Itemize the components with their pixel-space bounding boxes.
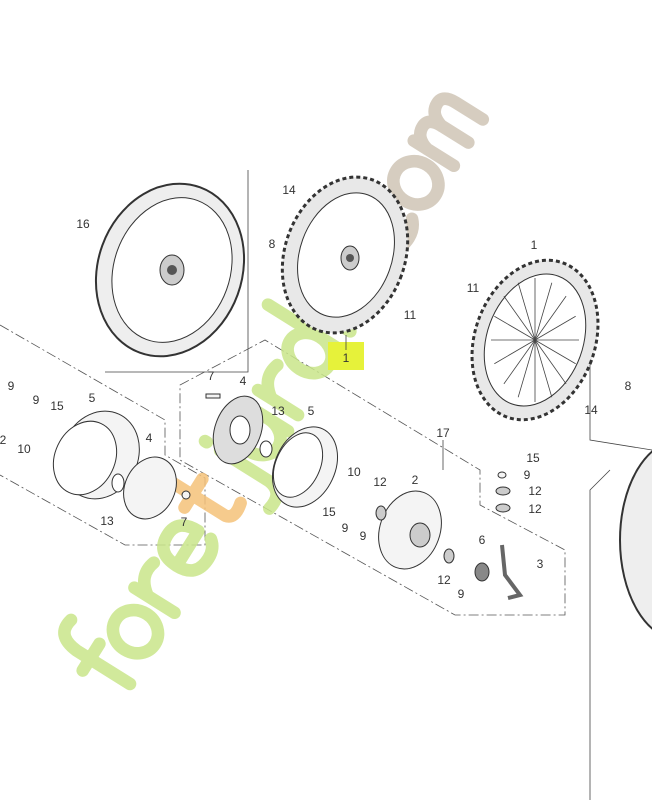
- bolt-7-center: [205, 393, 221, 399]
- callout-10: 10: [347, 465, 361, 479]
- watermark-letter: [163, 472, 247, 523]
- callout-3: 3: [537, 557, 544, 571]
- callout-7: 7: [181, 515, 188, 529]
- watermark-letter: [387, 155, 445, 211]
- callout-1: 1: [531, 238, 538, 252]
- callout-8: 8: [269, 237, 276, 251]
- callout-11: 11: [404, 308, 417, 322]
- wheel-16: [94, 182, 246, 358]
- callout-5: 5: [89, 391, 96, 405]
- panel-outline-right: [589, 469, 611, 800]
- callout-12: 12: [373, 475, 387, 489]
- bearing-12: [375, 505, 387, 521]
- panel-outline-wheel1: [589, 285, 652, 451]
- callout-9: 9: [458, 587, 465, 601]
- callout-12: 12: [528, 502, 542, 516]
- ring-13-center: [259, 440, 273, 458]
- callout-14: 14: [282, 183, 296, 197]
- callout-9: 9: [524, 468, 531, 482]
- callout-4: 4: [146, 431, 153, 445]
- spoke: [503, 339, 536, 385]
- spoke: [534, 339, 553, 398]
- callout-14: 14: [584, 403, 598, 417]
- hub: [229, 415, 251, 445]
- bearing-12-b: [443, 548, 455, 564]
- callout-9: 9: [342, 521, 349, 535]
- callout-17: 17: [436, 426, 450, 440]
- callout-15: 15: [526, 451, 540, 465]
- callout-4: 4: [240, 374, 247, 388]
- spoke: [517, 282, 536, 341]
- callout-15: 15: [322, 505, 336, 519]
- spoke: [494, 339, 536, 365]
- panel-outline-wheel16: [105, 170, 249, 373]
- callout-2: 2: [0, 433, 7, 447]
- ring-13: [111, 473, 125, 493]
- watermark-letter: [407, 92, 490, 173]
- watermark-letter: [251, 358, 305, 422]
- callout-7: 7: [208, 369, 215, 383]
- callout-6: 6: [479, 533, 486, 547]
- drum-5-center: [272, 426, 338, 508]
- watermark-logo: [58, 92, 490, 691]
- callout-12: 12: [437, 573, 451, 587]
- callout-2: 2: [412, 473, 419, 487]
- spoke: [534, 339, 576, 365]
- callout-12: 12: [528, 484, 542, 498]
- bolt-7: [181, 490, 191, 500]
- pin-3: [500, 544, 524, 600]
- callout-15: 15: [50, 399, 64, 413]
- watermark-letter: [128, 556, 181, 620]
- spoke: [534, 339, 567, 385]
- watermark-letter: [261, 298, 346, 380]
- spoke: [517, 339, 536, 398]
- washer-6: [474, 562, 490, 582]
- spoke: [534, 315, 576, 341]
- watermark-letter: [106, 603, 165, 660]
- wheel-partial: [619, 450, 652, 630]
- callout-10: 10: [17, 442, 31, 456]
- callout-9: 9: [33, 393, 40, 407]
- spoke: [503, 295, 536, 341]
- watermark-letter: [58, 613, 137, 691]
- callout-5: 5: [308, 404, 315, 418]
- watermark-letter: [157, 519, 219, 577]
- small-parts-right: [495, 471, 511, 513]
- spoke: [534, 282, 553, 341]
- callout-13: 13: [271, 404, 285, 418]
- plate-4: [123, 456, 177, 520]
- callout-11: 11: [467, 281, 480, 295]
- wheel-1-spoked: [470, 258, 600, 422]
- callout-13: 13: [100, 514, 114, 528]
- callout-9: 9: [8, 379, 15, 393]
- spoke: [494, 315, 536, 341]
- spoke: [534, 295, 567, 341]
- wheel-1: [280, 175, 410, 335]
- drum-2: [378, 490, 442, 570]
- callout-16: 16: [76, 217, 90, 231]
- callout-1: 1: [343, 351, 350, 365]
- callout-8: 8: [625, 379, 632, 393]
- callout-9: 9: [360, 529, 367, 543]
